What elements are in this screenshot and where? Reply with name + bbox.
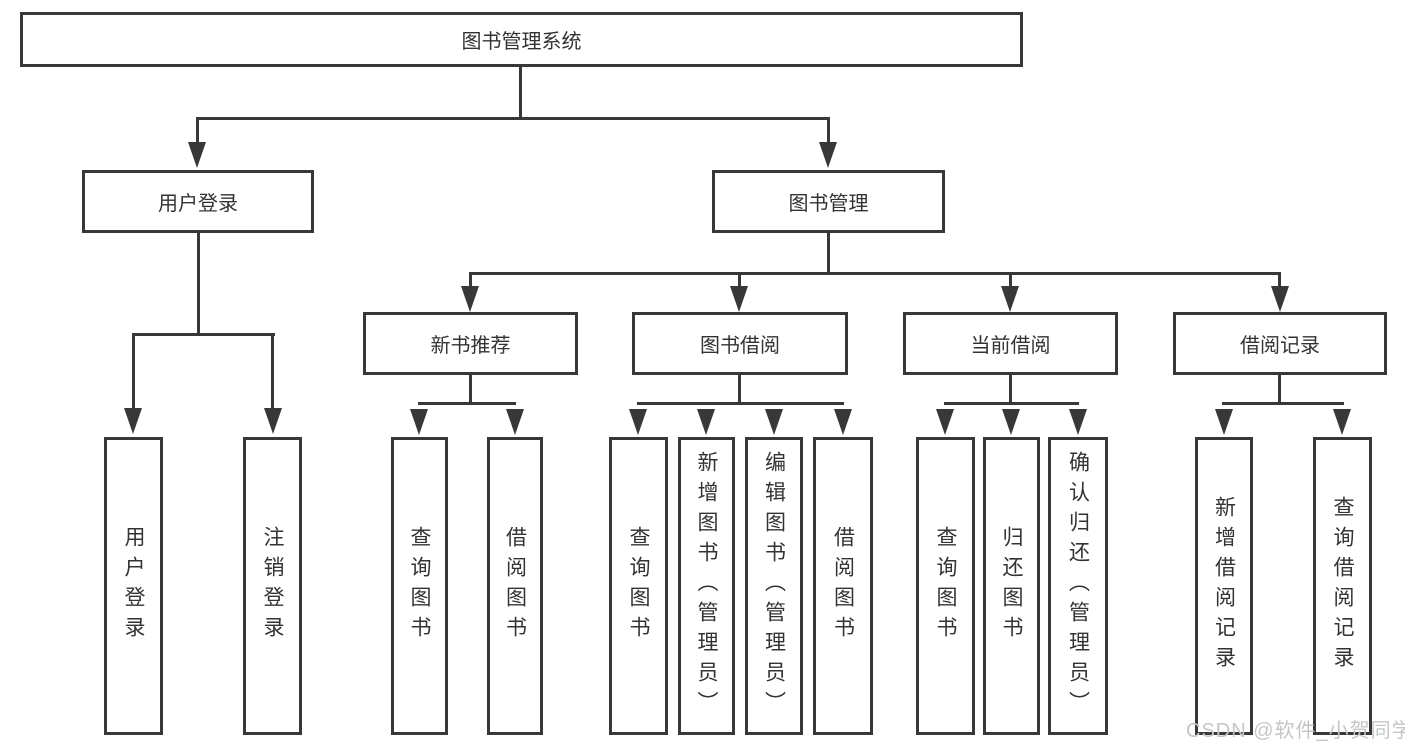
leaf-query-books-borrow: 查询图书 bbox=[609, 437, 668, 735]
node-user-login: 用户登录 bbox=[82, 170, 314, 233]
arrow-down-icon bbox=[1001, 286, 1019, 312]
arrow-down-icon bbox=[834, 409, 852, 435]
arrow-down-icon bbox=[936, 409, 954, 435]
arrow-down-icon bbox=[1333, 409, 1351, 435]
connector-line bbox=[469, 272, 1281, 275]
arrow-down-icon bbox=[410, 409, 428, 435]
node-new-book-recommend: 新书推荐 bbox=[363, 312, 578, 375]
node-label: 查询图书 bbox=[934, 526, 957, 646]
node-label: 编辑图书（管理员） bbox=[762, 451, 786, 721]
leaf-query-borrow-record: 查询借阅记录 bbox=[1313, 437, 1372, 735]
node-current-borrowing: 当前借阅 bbox=[903, 312, 1118, 375]
node-label: 图书借阅 bbox=[700, 335, 780, 357]
node-book-management: 图书管理 bbox=[712, 170, 945, 233]
connector-line bbox=[1278, 375, 1281, 405]
watermark-text: CSDN @软件_小贺同学 bbox=[1186, 720, 1405, 742]
node-book-borrowing: 图书借阅 bbox=[632, 312, 848, 375]
connector-line bbox=[1009, 272, 1012, 288]
connector-line bbox=[132, 333, 275, 336]
connector-line bbox=[519, 65, 522, 118]
leaf-logout: 注销登录 bbox=[243, 437, 302, 735]
node-label: 当前借阅 bbox=[970, 335, 1051, 357]
leaf-add-borrow-record: 新增借阅记录 bbox=[1195, 437, 1253, 735]
connector-line bbox=[1222, 402, 1344, 405]
leaf-borrow-books: 借阅图书 bbox=[813, 437, 873, 735]
node-label: 新书推荐 bbox=[430, 335, 511, 357]
node-label: 借阅图书 bbox=[831, 526, 855, 646]
arrow-down-icon bbox=[1271, 286, 1289, 312]
arrow-down-icon bbox=[264, 408, 282, 434]
connector-line bbox=[1278, 272, 1281, 288]
node-label: 图书管理 bbox=[788, 193, 869, 215]
connector-line bbox=[196, 117, 199, 144]
arrow-down-icon bbox=[697, 409, 715, 435]
leaf-confirm-return-admin: 确认归还（管理员） bbox=[1048, 437, 1108, 735]
connector-line bbox=[196, 117, 830, 120]
node-label: 新增借阅记录 bbox=[1212, 496, 1236, 676]
node-label: 查询图书 bbox=[408, 526, 431, 646]
leaf-query-books-recommend: 查询图书 bbox=[391, 437, 448, 735]
node-label: 图书管理系统 bbox=[461, 31, 582, 53]
connector-line bbox=[944, 402, 1079, 405]
leaf-query-books-current: 查询图书 bbox=[916, 437, 975, 735]
connector-line bbox=[132, 333, 135, 409]
node-label: 查询图书 bbox=[627, 526, 650, 646]
connector-line bbox=[827, 233, 830, 275]
arrow-down-icon bbox=[506, 409, 524, 435]
node-label: 用户登录 bbox=[122, 526, 145, 646]
arrow-down-icon bbox=[819, 142, 837, 168]
connector-line bbox=[271, 333, 274, 409]
arrow-down-icon bbox=[765, 409, 783, 435]
node-label: 注销登录 bbox=[261, 526, 284, 646]
leaf-add-books-admin: 新增图书（管理员） bbox=[678, 437, 735, 735]
connector-line bbox=[738, 272, 741, 288]
connector-line bbox=[827, 117, 830, 144]
node-library-management-system: 图书管理系统 bbox=[20, 12, 1023, 67]
connector-line bbox=[637, 402, 844, 405]
arrow-down-icon bbox=[730, 286, 748, 312]
arrow-down-icon bbox=[188, 142, 206, 168]
connector-line bbox=[469, 272, 472, 288]
connector-line bbox=[197, 233, 200, 335]
node-label: 新增图书（管理员） bbox=[695, 451, 718, 721]
node-label: 查询借阅记录 bbox=[1331, 496, 1354, 676]
connector-line bbox=[1009, 375, 1012, 405]
leaf-user-login: 用户登录 bbox=[104, 437, 163, 735]
node-label: 借阅图书 bbox=[503, 526, 527, 646]
node-label: 归还图书 bbox=[1000, 526, 1023, 646]
arrow-down-icon bbox=[1002, 409, 1020, 435]
leaf-edit-books-admin: 编辑图书（管理员） bbox=[745, 437, 803, 735]
leaf-return-books: 归还图书 bbox=[983, 437, 1040, 735]
connector-line bbox=[469, 375, 472, 405]
node-borrowing-records: 借阅记录 bbox=[1173, 312, 1387, 375]
arrow-down-icon bbox=[461, 286, 479, 312]
node-label: 借阅记录 bbox=[1240, 335, 1320, 357]
node-label: 用户登录 bbox=[158, 193, 238, 215]
connector-line bbox=[738, 375, 741, 405]
arrow-down-icon bbox=[629, 409, 647, 435]
arrow-down-icon bbox=[124, 408, 142, 434]
node-label: 确认归还（管理员） bbox=[1066, 451, 1090, 721]
arrow-down-icon bbox=[1215, 409, 1233, 435]
leaf-borrow-books-recommend: 借阅图书 bbox=[487, 437, 543, 735]
connector-line bbox=[418, 402, 516, 405]
arrow-down-icon bbox=[1069, 409, 1087, 435]
